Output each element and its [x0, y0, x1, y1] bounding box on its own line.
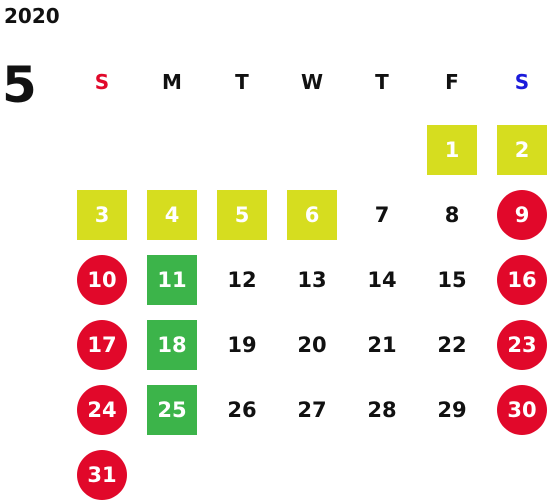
day-cell-8[interactable]: 8	[444, 203, 460, 227]
weekday-6: S	[514, 70, 530, 94]
day-cell-5[interactable]: 5	[217, 190, 267, 240]
day-cell-1[interactable]: 1	[427, 125, 477, 175]
day-cell-9[interactable]: 9	[497, 190, 547, 240]
weekday-3: W	[300, 70, 324, 94]
day-cell-13[interactable]: 13	[297, 268, 327, 292]
day-cell-22[interactable]: 22	[437, 333, 467, 357]
day-cell-26[interactable]: 26	[227, 398, 257, 422]
day-cell-14[interactable]: 14	[367, 268, 397, 292]
weekday-4: T	[375, 70, 389, 94]
day-cell-11[interactable]: 11	[147, 255, 197, 305]
day-cell-12[interactable]: 12	[227, 268, 257, 292]
weekday-0: S	[94, 70, 110, 94]
day-cell-7[interactable]: 7	[374, 203, 390, 227]
year-label: 2020	[4, 4, 60, 28]
day-cell-28[interactable]: 28	[367, 398, 397, 422]
day-cell-15[interactable]: 15	[437, 268, 467, 292]
day-cell-27[interactable]: 27	[297, 398, 327, 422]
day-cell-6[interactable]: 6	[287, 190, 337, 240]
day-cell-3[interactable]: 3	[77, 190, 127, 240]
day-cell-4[interactable]: 4	[147, 190, 197, 240]
day-cell-25[interactable]: 25	[147, 385, 197, 435]
day-cell-31[interactable]: 31	[77, 450, 127, 500]
day-cell-2[interactable]: 2	[497, 125, 547, 175]
weekday-5: F	[445, 70, 459, 94]
day-cell-30[interactable]: 30	[497, 385, 547, 435]
month-label: 5	[2, 56, 37, 114]
day-cell-23[interactable]: 23	[497, 320, 547, 370]
weekday-1: M	[162, 70, 182, 94]
day-cell-17[interactable]: 17	[77, 320, 127, 370]
day-cell-19[interactable]: 19	[227, 333, 257, 357]
day-cell-21[interactable]: 21	[367, 333, 397, 357]
day-cell-18[interactable]: 18	[147, 320, 197, 370]
day-cell-20[interactable]: 20	[297, 333, 327, 357]
day-cell-29[interactable]: 29	[437, 398, 467, 422]
weekday-2: T	[235, 70, 249, 94]
day-cell-10[interactable]: 10	[77, 255, 127, 305]
day-cell-24[interactable]: 24	[77, 385, 127, 435]
day-cell-16[interactable]: 16	[497, 255, 547, 305]
